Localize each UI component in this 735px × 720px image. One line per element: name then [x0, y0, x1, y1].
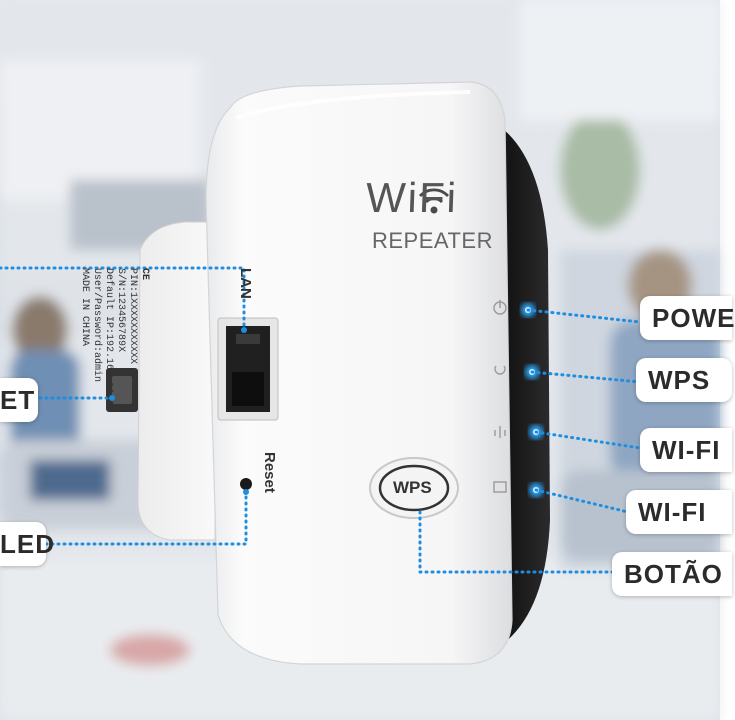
repeater-body: [205, 81, 550, 665]
lan-port-label: LAN: [237, 268, 254, 299]
reset-label: Reset: [261, 452, 278, 493]
callout-ethernet: ET: [0, 378, 38, 422]
logo-wifi-arcs: [418, 188, 450, 214]
ce-mark: CE: [139, 268, 150, 281]
credentials-text: User/Password:admin: [91, 268, 102, 383]
pin-text: PIN:1XXXXXXXXXXX: [127, 268, 138, 365]
leader-lines: [0, 266, 642, 574]
lan-port: [217, 317, 279, 421]
callout-power: POWE: [640, 296, 734, 340]
logo-text: WiFi: [365, 174, 459, 221]
callout-wifi-1: WI-FI: [640, 428, 732, 472]
default-ip-text: Default IP:192.168.11.1: [103, 268, 114, 407]
callout-wps-button: BOTÃO: [612, 552, 732, 596]
logo-subtitle: REPEATER: [372, 228, 493, 253]
led-icons: [493, 300, 507, 493]
reset-hole: [240, 478, 252, 490]
wps-button-label: WPS: [393, 478, 432, 497]
wps-button-graphic: [369, 457, 459, 519]
callout-led: LED: [0, 522, 54, 566]
leader-endpoints: [109, 327, 249, 495]
serial-text: S/N:123456789X: [115, 268, 126, 353]
back-plug-plate: [106, 221, 216, 541]
back-spec-label: CE PIN:1XXXXXXXXXXX S/N:123456789X Defau…: [79, 268, 150, 518]
callout-wifi-2: WI-FI: [626, 490, 732, 534]
made-in-text: MADE IN CHINA: [79, 268, 90, 347]
product-illustration: [0, 0, 720, 720]
callout-wps: WPS: [636, 358, 732, 402]
